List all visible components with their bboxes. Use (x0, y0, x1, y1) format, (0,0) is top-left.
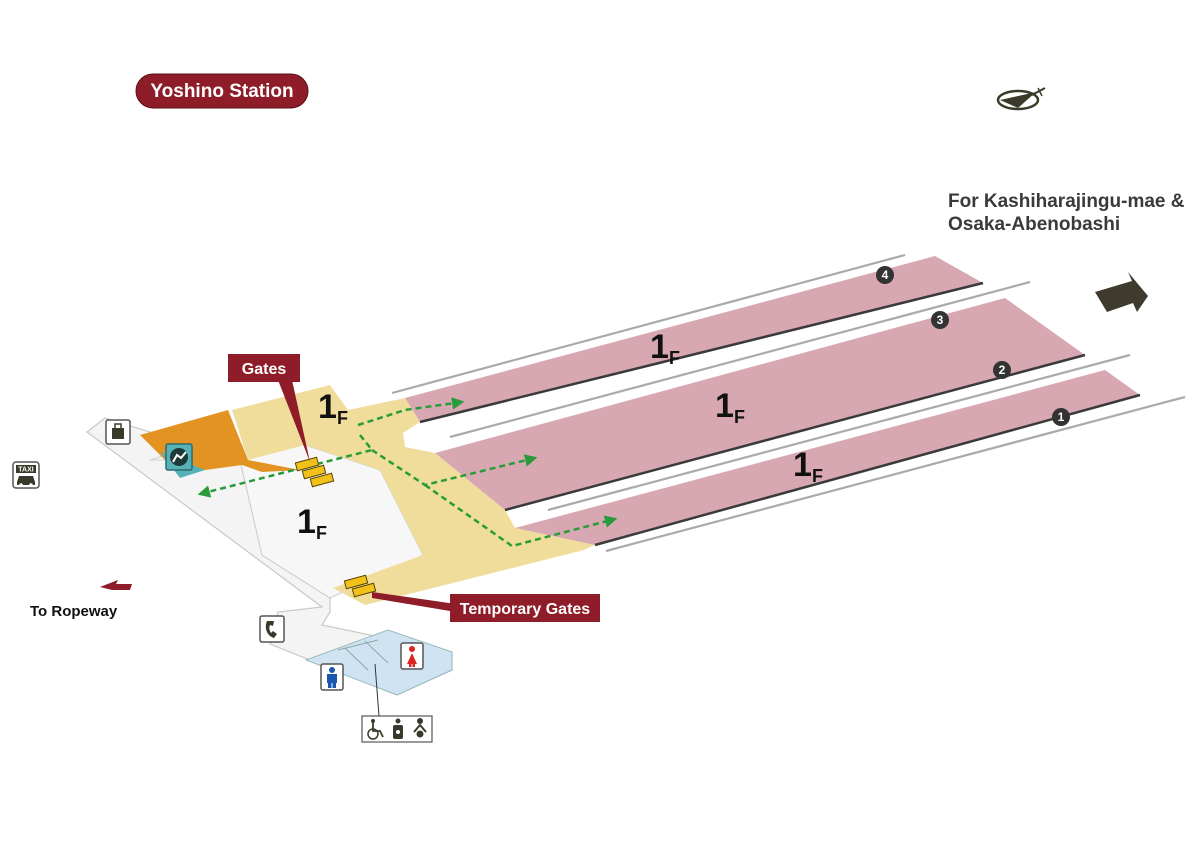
concourse-floor (232, 385, 595, 605)
main-gates (294, 456, 335, 488)
gates-label: Gates (242, 361, 287, 378)
track-3 (449, 280, 1031, 439)
destination-label: For Kashiharajingu-mae & Osaka-Abenobash… (948, 191, 1185, 235)
baby-care-icon (413, 718, 427, 738)
svg-text:F: F (337, 408, 348, 428)
svg-text:TAXI: TAXI (18, 467, 33, 474)
svg-text:F: F (734, 407, 745, 427)
temporary-gates (343, 574, 377, 598)
route-arrows (197, 397, 618, 548)
svg-text:1: 1 (297, 503, 316, 541)
svg-text:1: 1 (715, 387, 734, 425)
floor-label-platform-4: 1 F (650, 328, 680, 368)
platform-number-3: 3 (931, 311, 949, 329)
track-2 (547, 353, 1131, 512)
svg-text:Osaka-Abenobashi: Osaka-Abenobashi (948, 214, 1120, 235)
floor-label-platform-1: 1 F (793, 446, 823, 486)
temporary-gates-label: Temporary Gates (460, 601, 591, 618)
svg-text:F: F (669, 348, 680, 368)
station-name-badge: Yoshino Station (135, 73, 309, 109)
accessible-facilities-icons (361, 715, 433, 743)
svg-text:1: 1 (1058, 410, 1065, 424)
taxi-icon: TAXI (12, 461, 40, 489)
svg-text:F: F (316, 523, 327, 543)
svg-text:1: 1 (318, 388, 337, 426)
north-arrow-icon (996, 87, 1046, 111)
platform-3-2 (435, 298, 1085, 510)
platform-number-4: 4 (876, 266, 894, 284)
floor-label-building: 1 F (297, 503, 327, 543)
ropeway-arrow-icon (100, 580, 132, 590)
platform-1 (515, 370, 1140, 545)
womens-toilet-icon (400, 642, 424, 670)
platform-4 (405, 256, 983, 422)
station-name: Yoshino Station (150, 81, 293, 102)
to-ropeway-label: To Ropeway (30, 603, 118, 620)
svg-text:4: 4 (882, 268, 889, 282)
platform-number-1: 1 (1052, 408, 1070, 426)
track-4 (391, 253, 906, 395)
mens-toilet-icon (320, 663, 344, 691)
direction-arrow-icon (1095, 272, 1148, 312)
svg-text:1: 1 (793, 446, 812, 484)
platform-number-2: 2 (993, 361, 1011, 379)
temporary-gates-callout: Temporary Gates (372, 592, 600, 622)
waiting-room-icon (165, 443, 193, 471)
wheelchair-icon (367, 719, 384, 740)
telephone-icon (259, 615, 285, 643)
floor-label-platform-3-2: 1 F (715, 387, 745, 427)
svg-text:2: 2 (999, 363, 1006, 377)
svg-text:F: F (812, 466, 823, 486)
svg-text:3: 3 (937, 313, 944, 327)
floor-label-concourse: 1 F (318, 388, 348, 428)
ostomate-icon (393, 718, 403, 739)
svg-text:1: 1 (650, 328, 669, 366)
gates-callout: Gates (228, 354, 310, 462)
locker-icon (105, 419, 131, 445)
svg-text:For Kashiharajingu-mae &: For Kashiharajingu-mae & (948, 191, 1185, 212)
track-1 (605, 395, 1186, 553)
